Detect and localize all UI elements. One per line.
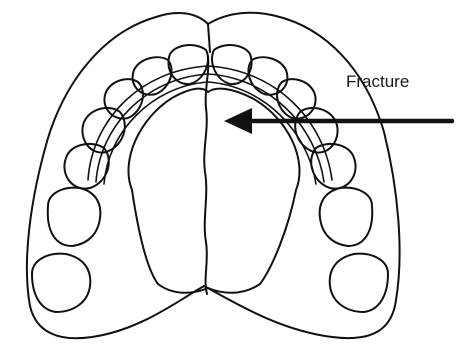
tooth: [311, 144, 355, 189]
tooth: [168, 45, 208, 84]
tooth: [48, 188, 101, 246]
tooth: [32, 254, 90, 312]
teeth-left: [32, 45, 208, 312]
tooth: [330, 254, 388, 312]
tooth: [104, 79, 143, 118]
tooth: [295, 108, 337, 153]
tooth: [320, 188, 373, 246]
incisor-midline: [208, 24, 210, 52]
tooth: [277, 79, 316, 118]
fracture-label: Fracture: [346, 72, 409, 92]
tooth: [82, 108, 124, 153]
